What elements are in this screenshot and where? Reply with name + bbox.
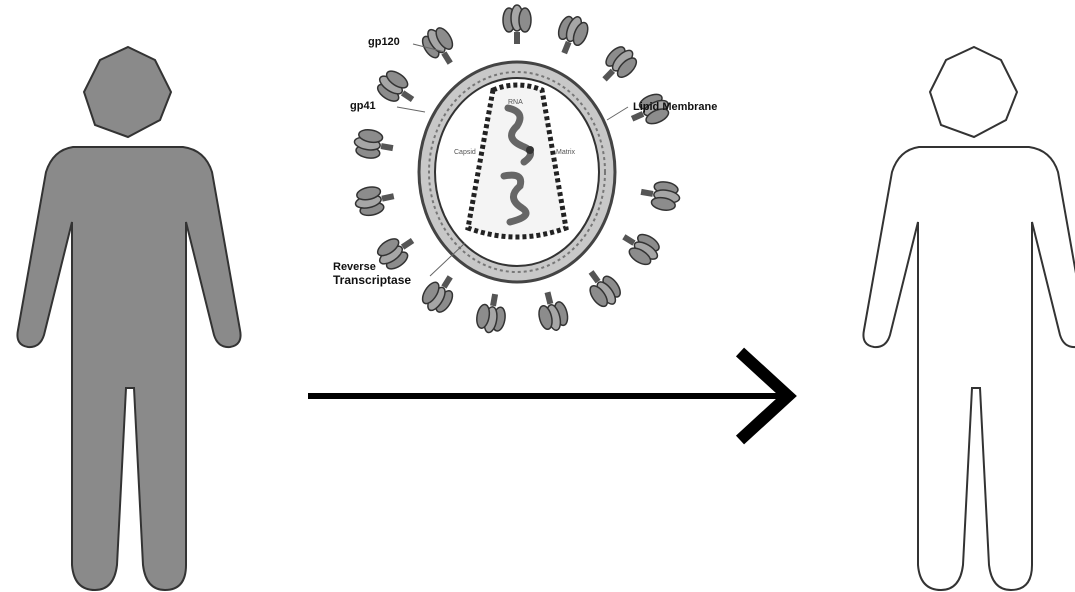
label-matrix: Matrix (556, 149, 576, 156)
healthy-person-icon (863, 47, 1075, 590)
reverse-transcriptase-dot (526, 146, 534, 154)
label-gp120: gp120 (368, 36, 400, 48)
label-capsid: Capsid (454, 149, 476, 156)
infected-person-icon (17, 47, 240, 590)
label-rna: RNA (508, 99, 523, 106)
label-transcriptase: Transcriptase (333, 273, 411, 287)
label-gp41: gp41 (350, 100, 376, 112)
label-reverse: Reverse (333, 261, 376, 273)
label-lipid-membrane: Lipid Membrane (633, 101, 717, 113)
transmission-arrow-icon (308, 352, 788, 440)
